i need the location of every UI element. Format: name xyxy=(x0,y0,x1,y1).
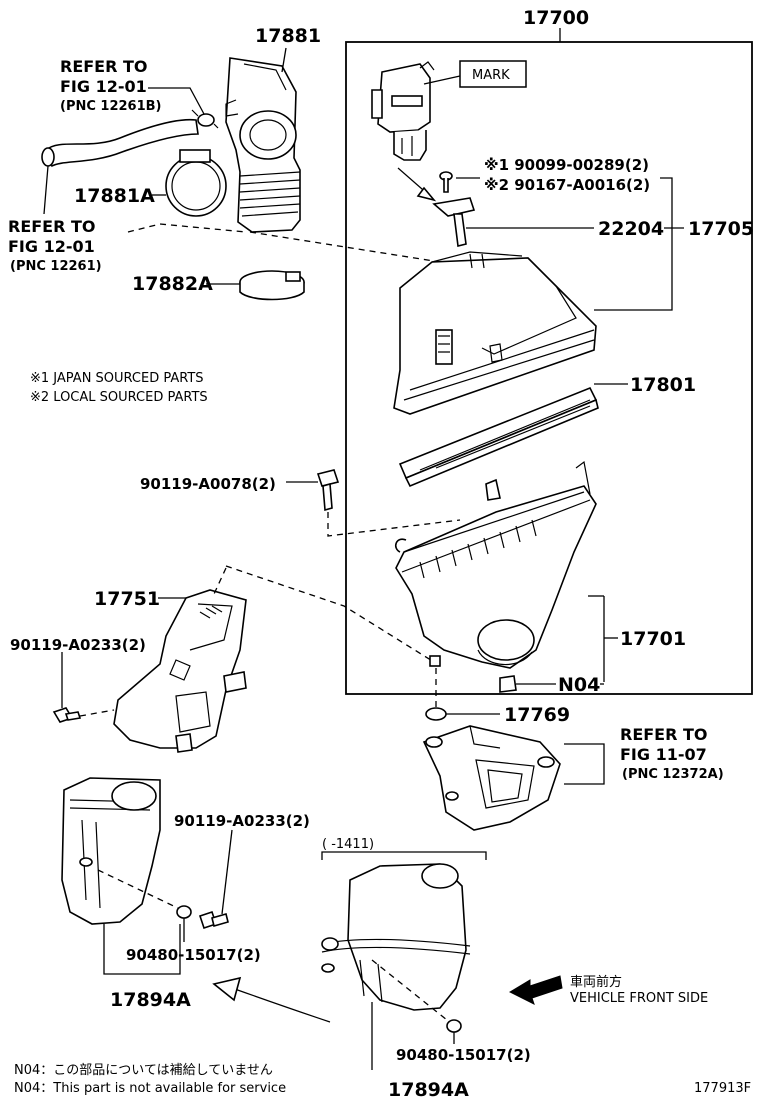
label-17894a-bottom: 17894A xyxy=(388,1079,469,1101)
clamp-17882a xyxy=(239,270,305,301)
clamp-17881a xyxy=(165,149,227,217)
japan-sourced-note: ※1 JAPAN SOURCED PARTS xyxy=(30,371,204,386)
illustration-id: 177913F xyxy=(694,1081,751,1096)
grommet-17769 xyxy=(425,707,447,721)
label-screw-l: ※2 90167-A0016(2) xyxy=(484,176,650,194)
label-90480-bottom: 90480-15017(2) xyxy=(396,1046,531,1064)
production-range: ( -1411) xyxy=(322,837,374,852)
label-90480-left: 90480-15017(2) xyxy=(126,946,261,964)
intake-connector-17881 xyxy=(225,57,301,233)
label-17769: 17769 xyxy=(504,704,570,726)
resonator-17894a-left xyxy=(61,777,161,925)
label-screw-j: ※1 90099-00289(2) xyxy=(484,156,649,174)
label-n04: N04 xyxy=(558,674,600,696)
vehicle-front-jp: 車両前方 xyxy=(570,974,622,990)
label-17751: 17751 xyxy=(94,588,160,610)
clip-90480-bottom xyxy=(446,1019,462,1033)
breather-hose xyxy=(41,118,199,168)
bolt-90119-a0233-right xyxy=(198,910,229,930)
fig-11-07-text: FIG 11-07 xyxy=(620,745,707,764)
bracket-12372a xyxy=(422,725,561,831)
label-22204: 22204 xyxy=(598,218,664,240)
refer-to-text-2: REFER TO xyxy=(8,217,96,236)
sensor-probe-22204 xyxy=(432,197,476,247)
mark-label: MARK xyxy=(472,68,510,83)
mark-box xyxy=(459,60,527,88)
label-17881: 17881 xyxy=(255,25,321,47)
clip-90480-left xyxy=(176,905,192,919)
label-17705: 17705 xyxy=(688,218,754,240)
label-17881a: 17881A xyxy=(74,185,155,207)
label-17882a: 17882A xyxy=(132,273,213,295)
grommet-n04 xyxy=(499,675,517,693)
air-flow-sensor xyxy=(371,61,435,161)
assembly-frame-17700 xyxy=(345,41,753,695)
hose-clamp-small xyxy=(191,109,219,129)
fig-12-01-text-1: FIG 12-01 xyxy=(60,77,147,96)
vehicle-front-en: VEHICLE FRONT SIDE xyxy=(570,991,708,1006)
resonator-17894a-bottom xyxy=(321,863,471,1011)
air-inlet-duct-17751 xyxy=(113,589,247,753)
refer-to-text-3: REFER TO xyxy=(620,725,708,744)
label-90119-a0233-right: 90119-A0233(2) xyxy=(174,812,310,830)
sensor-screw xyxy=(439,171,453,193)
bolt-90119-a0078 xyxy=(316,469,340,512)
air-cleaner-cap xyxy=(393,251,597,415)
fig-12-01-text-2: FIG 12-01 xyxy=(8,237,95,256)
label-17894a-left: 17894A xyxy=(110,989,191,1011)
label-17700: 17700 xyxy=(523,7,589,29)
n04-note-jp: N04：この部品については補給していません xyxy=(14,1063,273,1078)
local-sourced-note: ※2 LOCAL SOURCED PARTS xyxy=(30,390,208,405)
pnc-12372a-text: (PNC 12372A) xyxy=(622,767,724,782)
vehicle-front-arrow xyxy=(508,975,563,1005)
label-90119-a0233-left: 90119-A0233(2) xyxy=(10,636,146,654)
label-17801: 17801 xyxy=(630,374,696,396)
n04-note-en: N04：This part is not available for servi… xyxy=(14,1081,286,1096)
pnc-12261b-text: (PNC 12261B) xyxy=(60,99,162,114)
pnc-12261-text: (PNC 12261) xyxy=(10,259,102,274)
refer-to-text-1: REFER TO xyxy=(60,57,148,76)
air-filter-17801 xyxy=(398,386,599,488)
bolt-90119-a0233-left xyxy=(52,707,82,723)
air-cleaner-case-17701 xyxy=(394,460,597,669)
label-17701: 17701 xyxy=(620,628,686,650)
label-90119-a0078: 90119-A0078(2) xyxy=(140,475,276,493)
change-arrow xyxy=(231,987,331,1023)
